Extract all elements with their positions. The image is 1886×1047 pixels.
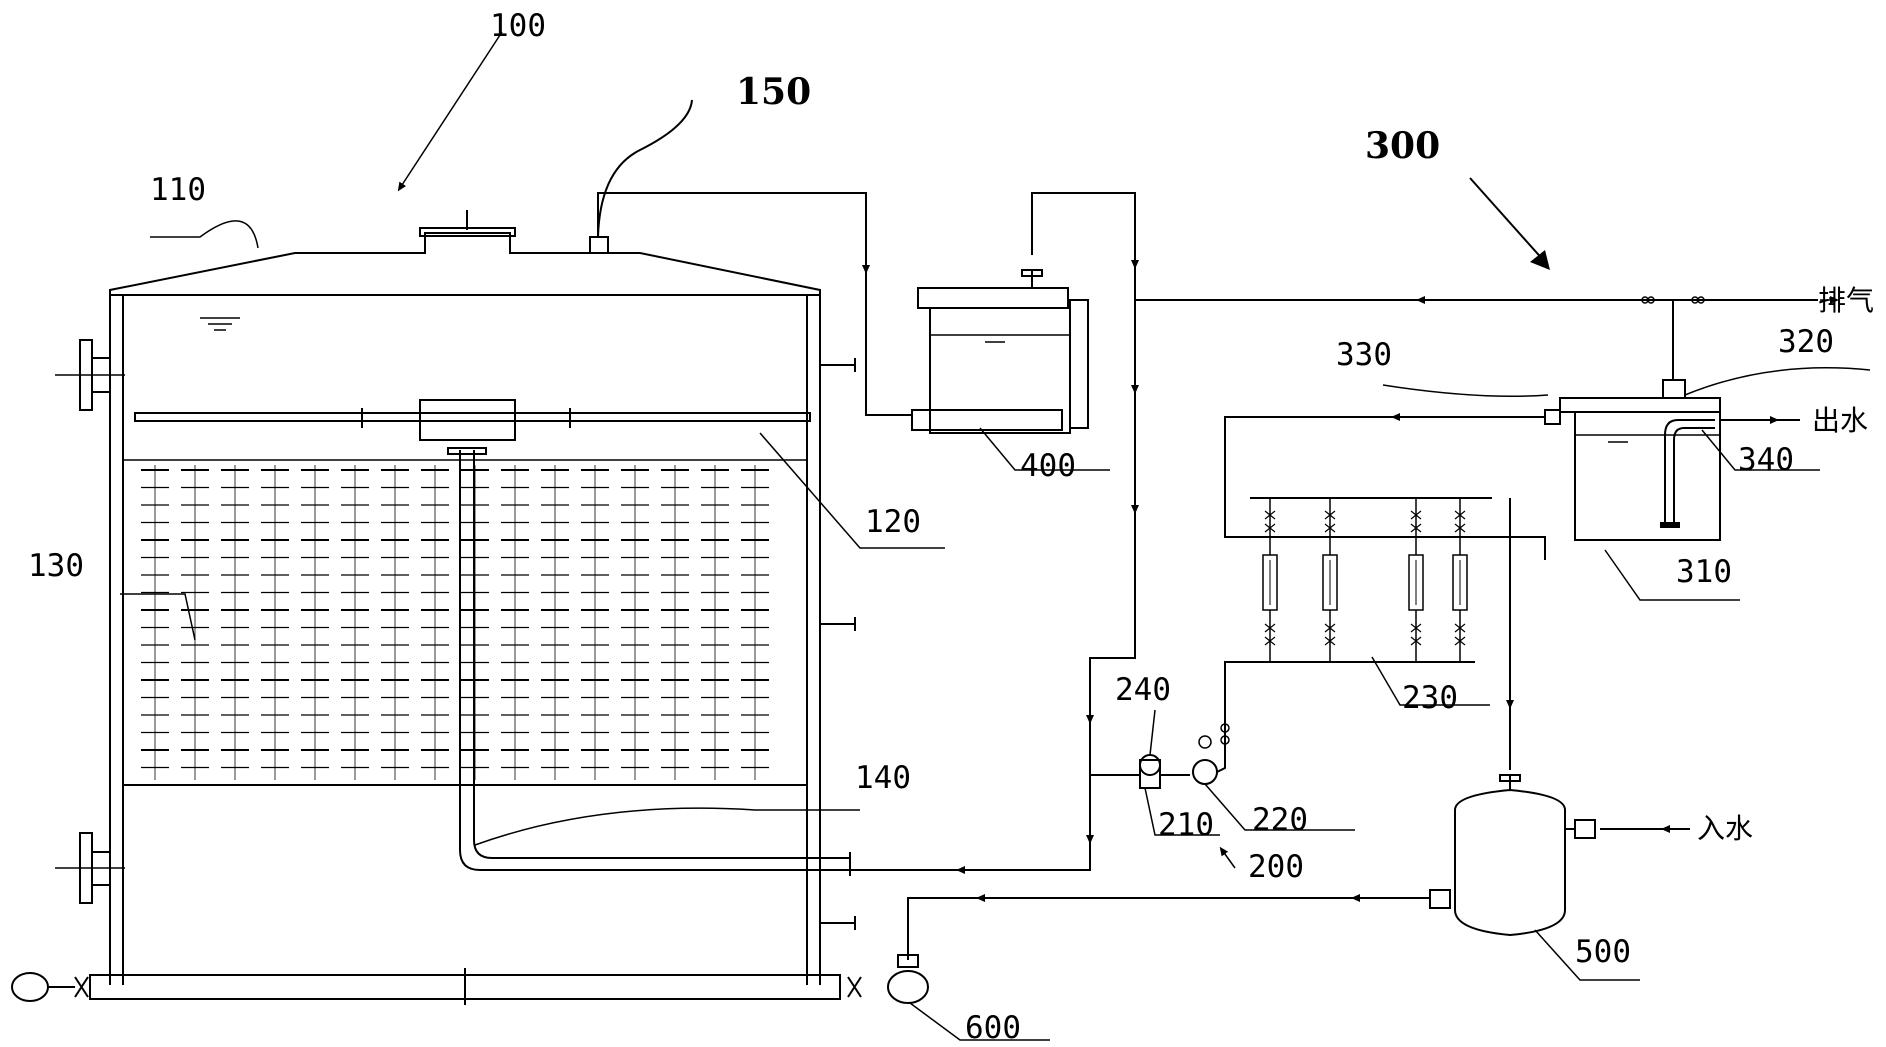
label-600: 600 (965, 1010, 1021, 1046)
label-310: 310 (1676, 554, 1732, 590)
label-200: 200 (1248, 849, 1304, 885)
component-230-flowmeters (1262, 498, 1468, 662)
label-100: 100 (490, 8, 546, 44)
label-320: 320 (1778, 324, 1834, 360)
main-reactor-tank (11, 210, 862, 1005)
label-110: 110 (150, 172, 206, 208)
label-500: 500 (1575, 934, 1631, 970)
component-400-tank (911, 269, 1089, 434)
label-340: 340 (1738, 442, 1794, 478)
label-120: 120 (865, 504, 921, 540)
label-400: 400 (1020, 448, 1076, 484)
component-310-tank (1544, 379, 1721, 541)
label-inlet-water: 入水 (1697, 812, 1753, 845)
label-330: 330 (1336, 337, 1392, 373)
component-600-valve (887, 954, 929, 1004)
label-150: 150 (736, 71, 811, 113)
label-140: 140 (855, 760, 911, 796)
label-outlet-water: 出水 (1812, 404, 1868, 437)
piping (597, 192, 1839, 960)
label-230: 230 (1402, 680, 1458, 716)
label-220: 220 (1252, 802, 1308, 838)
label-240: 240 (1115, 672, 1171, 708)
labels: 100 150 110 300 120 130 140 400 240 210 … (28, 8, 1874, 1046)
component-500-vessel (1429, 774, 1596, 937)
label-210: 210 (1158, 807, 1214, 843)
label-130: 130 (28, 548, 84, 584)
component-200-pump-group (1139, 715, 1230, 789)
label-exhaust: 排气 (1818, 284, 1874, 317)
label-300: 300 (1365, 125, 1440, 167)
membrane-modules-130 (141, 465, 769, 780)
leader-lines (120, 31, 1871, 1041)
